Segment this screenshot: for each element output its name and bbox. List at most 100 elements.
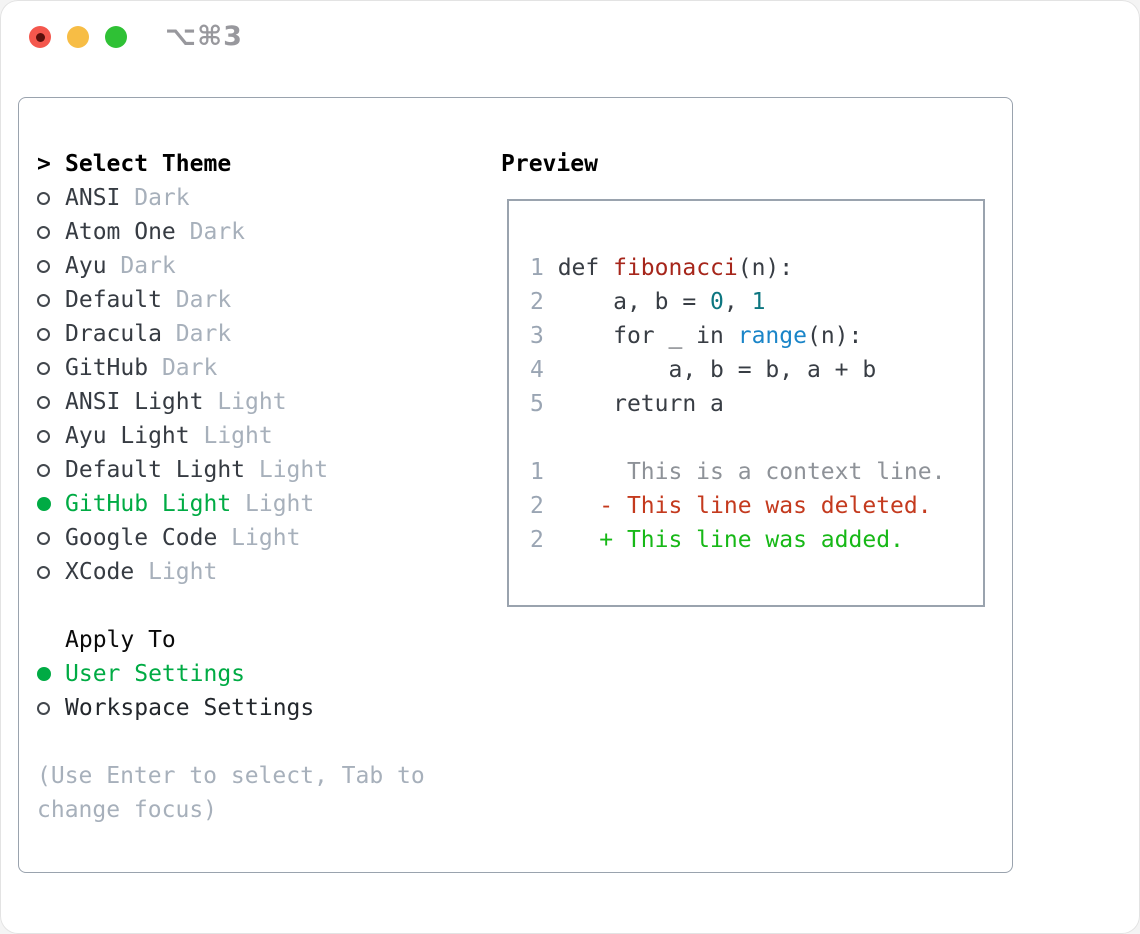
radio-unselected-icon — [37, 463, 50, 477]
code-segment: 1 — [530, 459, 544, 485]
code-segment: 2 — [530, 289, 544, 315]
apply-to-heading-row: Apply To — [37, 623, 439, 657]
theme-option-github[interactable]: GitHub Dark — [37, 351, 439, 385]
theme-option-google-code[interactable]: Google Code Light — [37, 521, 439, 555]
radio-selected-icon — [37, 667, 51, 681]
code-line: 4 a, b = b, a + b — [530, 353, 945, 387]
theme-name: Atom One — [65, 219, 176, 245]
theme-option-ayu[interactable]: Ayu Dark — [37, 249, 439, 283]
code-line: 2 a, b = 0, 1 — [530, 285, 945, 319]
theme-variant: Dark — [161, 321, 232, 347]
radio-marker — [37, 531, 65, 545]
code-segment — [544, 527, 599, 553]
theme-variant: Dark — [106, 253, 176, 279]
code-segment: for _ in — [543, 323, 738, 349]
theme-variant: Light — [203, 389, 287, 415]
radio-unselected-icon — [37, 327, 50, 341]
theme-variant: Dark — [175, 219, 246, 245]
radio-unselected-icon — [37, 531, 50, 545]
code-segment: 3 — [530, 323, 544, 349]
radio-unselected-icon — [37, 293, 50, 307]
select-theme-heading-row: > Select Theme — [37, 147, 439, 181]
radio-unselected-icon — [37, 225, 50, 239]
theme-option-ayu-light[interactable]: Ayu Light Light — [37, 419, 439, 453]
code-segment: a, b = — [543, 289, 711, 315]
code-segment: 2 — [530, 527, 544, 553]
theme-option-xcode[interactable]: XCode Light — [37, 555, 439, 589]
code-line: 1 This is a context line. — [530, 455, 945, 489]
code-segment: range — [737, 323, 807, 349]
zoom-button[interactable] — [105, 26, 127, 48]
theme-variant: Light — [217, 525, 301, 551]
code-line: 2 - This line was deleted. — [530, 489, 945, 523]
theme-option-ansi[interactable]: ANSI Dark — [37, 181, 439, 215]
code-segment: 1 — [751, 289, 766, 315]
theme-name: GitHub — [65, 355, 149, 381]
apply-option-label: User Settings — [65, 661, 246, 687]
radio-unselected-icon — [37, 429, 50, 443]
code-segment: def — [543, 255, 614, 281]
prompt-marker-icon: > — [37, 151, 51, 177]
radio-marker — [37, 259, 65, 273]
code-segment: (n): — [806, 323, 863, 349]
code-segment: , — [723, 289, 752, 315]
apply-to-heading: Apply To — [65, 627, 176, 653]
radio-marker — [37, 667, 65, 681]
theme-option-default-light[interactable]: Default Light Light — [37, 453, 439, 487]
code-segment: a, b = b, a + b — [543, 357, 877, 383]
radio-unselected-icon — [37, 565, 50, 579]
theme-option-dracula[interactable]: Dracula Dark — [37, 317, 439, 351]
radio-unselected-icon — [37, 361, 50, 375]
apply-option-workspace-settings[interactable]: Workspace Settings — [37, 691, 439, 725]
radio-marker — [37, 395, 65, 409]
radio-unselected-icon — [37, 395, 50, 409]
theme-name: ANSI — [65, 185, 121, 211]
theme-option-atom-one[interactable]: Atom One Dark — [37, 215, 439, 249]
theme-name: GitHub Light — [65, 491, 232, 517]
theme-option-github-light[interactable]: GitHub Light Light — [37, 487, 439, 521]
radio-marker — [37, 293, 65, 307]
code-line: 5 return a — [530, 387, 945, 421]
radio-unselected-icon — [37, 701, 50, 715]
theme-name: XCode — [65, 559, 135, 585]
theme-variant: Dark — [148, 355, 218, 381]
select-theme-heading: Select Theme — [65, 151, 232, 177]
theme-name: Ayu — [65, 253, 107, 279]
radio-unselected-icon — [37, 259, 50, 273]
theme-variant: Dark — [161, 287, 232, 313]
radio-marker — [37, 463, 65, 477]
theme-variant: Light — [231, 491, 315, 517]
theme-variant: Light — [245, 457, 329, 483]
theme-option-ansi-light[interactable]: ANSI Light Light — [37, 385, 439, 419]
code-segment: 0 — [710, 289, 724, 315]
code-segment: (n): — [737, 255, 794, 281]
close-button[interactable] — [29, 26, 51, 48]
theme-variant: Light — [134, 559, 218, 585]
code-segment: + This line was added. — [599, 527, 904, 553]
radio-unselected-icon — [37, 191, 50, 205]
minimize-button[interactable] — [67, 26, 89, 48]
theme-name: Default — [65, 287, 162, 313]
apply-option-user-settings[interactable]: User Settings — [37, 657, 439, 691]
radio-marker — [37, 497, 65, 511]
code-segment: fibonacci — [613, 255, 738, 281]
code-segment: This is a context line. — [543, 459, 946, 485]
theme-name: Dracula — [65, 321, 162, 347]
titlebar — [29, 26, 127, 48]
code-segment: 5 — [530, 391, 544, 417]
keyboard-hint-text: (Use Enter to select, Tab to change focu… — [37, 763, 425, 823]
radio-marker — [37, 361, 65, 375]
code-segment — [544, 493, 599, 519]
code-segment: 4 — [530, 357, 544, 383]
radio-marker — [37, 327, 65, 341]
theme-option-default[interactable]: Default Dark — [37, 283, 439, 317]
radio-marker — [37, 225, 65, 239]
code-segment: 1 — [530, 255, 544, 281]
code-line: 1 def fibonacci(n): — [530, 251, 945, 285]
code-segment: - This line was deleted. — [599, 493, 932, 519]
